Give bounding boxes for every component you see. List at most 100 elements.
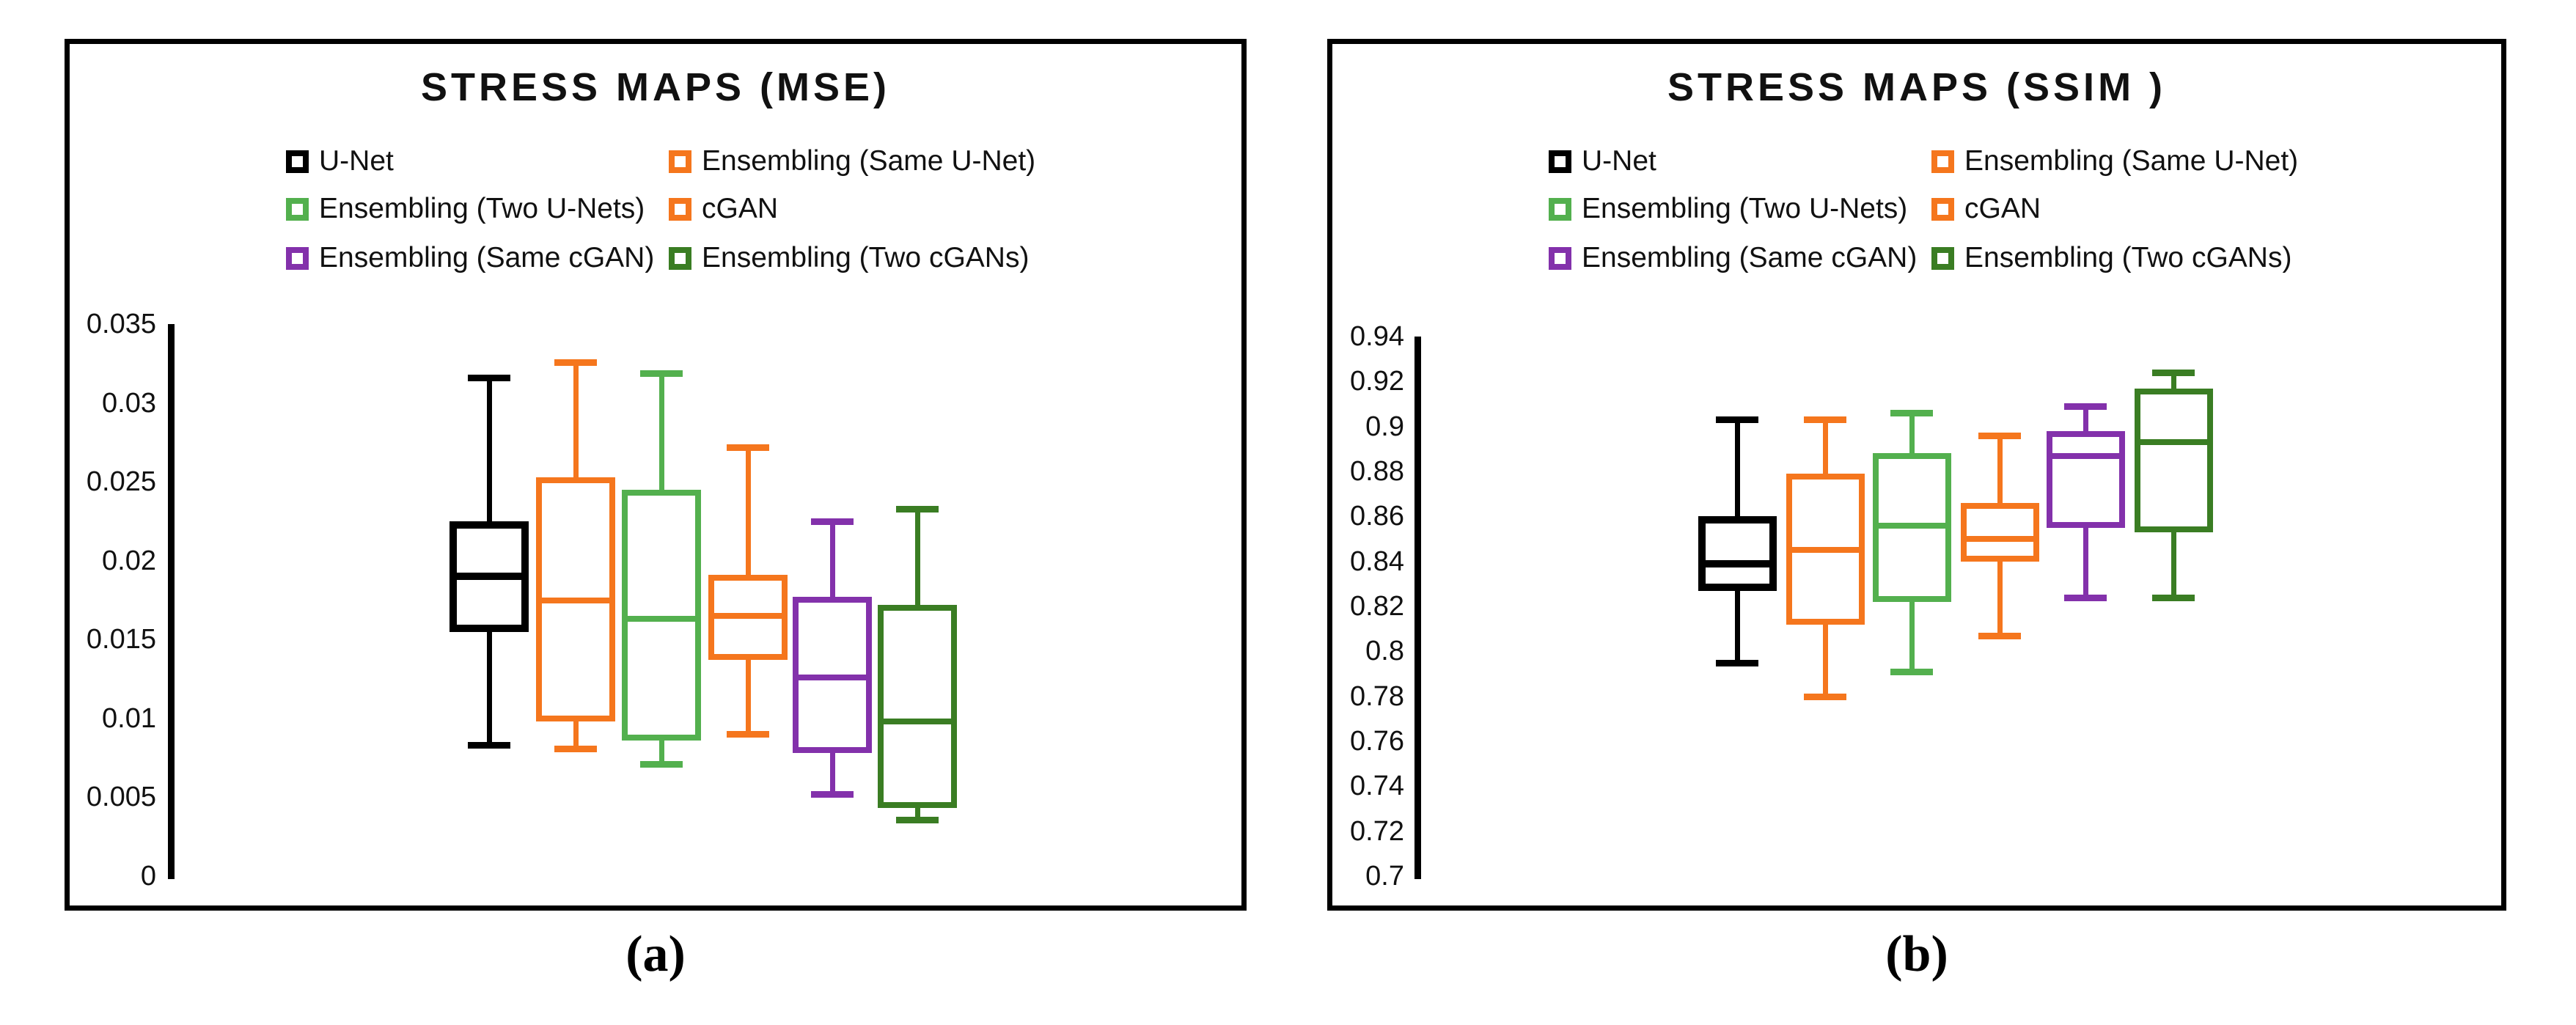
legend-swatch-black-icon [1549,150,1571,173]
whisker-upper [745,447,751,576]
whisker-upper [1734,419,1740,517]
median-line [1704,559,1770,567]
legend-item-ensembling-two-cgans: Ensembling (Two cGANs) [669,242,1030,273]
y-tick-label: 0.72 [1350,815,1404,847]
y-tick-label: 0.025 [86,466,156,498]
y-tick-label: 0.9 [1365,411,1404,442]
median-line [541,597,610,603]
legend-swatch-light_green-icon [286,197,309,221]
legend-item-cgan: cGAN [669,194,778,223]
median-line [456,573,522,581]
whisker-cap-bottom [896,816,939,823]
legend-swatch-light_green-icon [1549,197,1571,221]
y-tick-label: 0.86 [1350,501,1404,532]
whisker-upper [486,378,492,521]
legend-mse: U-Net Ensembling (Same U-Net) Ensembling (… [70,44,1241,905]
whisker-cap-bottom [1804,693,1846,700]
legend-item-ensembling-same-cgan: Ensembling (Same cGAN) [1549,242,1918,273]
median-line [2139,439,2208,446]
median-line [2051,452,2120,459]
median-line [1877,522,1946,529]
legend-swatch-dark_green-icon [669,246,691,270]
whisker-upper [1822,419,1828,474]
y-tick-label: 0.02 [102,545,156,576]
median-line [1965,536,2034,542]
whisker-cap-bottom [640,761,683,768]
legend-swatch-orange-icon [1931,197,1954,221]
legend-label: Ensembling (Two U-Nets) [1582,193,1908,224]
whisker-cap-top [811,518,854,525]
whisker-lower [2083,527,2088,598]
whisker-upper [573,361,579,477]
whisker-lower [658,740,664,765]
legend-label: Ensembling (Same cGAN) [319,242,655,273]
median-line [713,613,782,619]
chart-title-ssim: STRESS MAPS (SSIM ) [1667,65,2167,109]
whisker-upper [2083,406,2088,431]
median-line [627,616,696,622]
legend-item-u-net: U-Net [1549,147,1656,175]
whisker-lower [1734,590,1740,663]
iqr-box [2046,430,2125,528]
y-tick-label: 0.94 [1350,321,1404,352]
y-tick-label: 0.88 [1350,456,1404,487]
legend-swatch-orange-icon [669,197,691,221]
iqr-box [2134,388,2213,532]
whisker-lower [1822,624,1828,697]
y-tick-label: 0.82 [1350,591,1404,622]
whisker-cap-bottom [727,731,769,738]
legend-item-ensembling-two-cgans: Ensembling (Two cGANs) [1931,242,2292,273]
whisker-cap-top [896,505,939,512]
y-tick-label: 0.8 [1365,636,1404,667]
whisker-cap-bottom [1978,632,2021,639]
legend-swatch-purple-icon [1549,246,1571,270]
whisker-cap-top [554,359,597,366]
whisker-cap-top [1716,416,1758,424]
whisker-lower [1997,561,2003,636]
whisker-cap-top [1890,410,1933,417]
median-line [798,674,867,680]
legend-label: Ensembling (Two cGANs) [1964,242,2292,273]
iqr-box [1960,502,2039,562]
iqr-box [878,604,957,809]
legend-label: Ensembling (Same cGAN) [1582,242,1918,273]
legend-item-cgan: cGAN [1931,194,2041,223]
legend-item-ensembling-two-u-nets: Ensembling (Two U-Nets) [286,194,645,223]
iqr-box [1698,516,1777,591]
y-tick-label: 0.84 [1350,545,1404,577]
whisker-cap-top [1978,432,2021,439]
whisker-cap-bottom [2152,594,2195,601]
legend-label: Ensembling (Two cGANs) [702,242,1030,273]
whisker-lower [745,660,751,735]
whisker-cap-bottom [468,742,510,749]
whisker-upper [914,508,920,605]
whisker-upper [2170,372,2176,389]
whisker-cap-top [468,375,510,382]
legend-item-u-net: U-Net [286,145,394,177]
y-tick-label: 0.78 [1350,680,1404,712]
whisker-lower [486,631,492,746]
y-tick-label: 0.03 [102,387,156,419]
legend-swatch-purple-icon [286,246,309,270]
y-tick-label: 0.035 [86,309,156,339]
whisker-lower [573,721,579,749]
whisker-upper [1997,435,2003,503]
whisker-upper [829,521,835,598]
legend-swatch-orange-icon [669,150,691,173]
legend-item-ensembling-same-cgan: Ensembling (Same cGAN) [286,242,655,273]
whisker-cap-top [2152,370,2195,377]
whisker-cap-bottom [554,745,597,752]
caption-a: (a) [625,926,686,982]
y-tick-label: 0.92 [1350,366,1404,397]
y-tick-label: 0.015 [86,624,156,655]
legend-label: U-Net [319,145,394,177]
whisker-cap-top [1804,416,1846,424]
legend-item-ensembling-same-u-net: Ensembling (Same U-Net) [669,147,1035,175]
legend-item-ensembling-same-u-net: Ensembling (Same U-Net) [1931,147,2298,175]
y-axis-line [1414,337,1421,879]
whisker-upper [658,372,664,490]
